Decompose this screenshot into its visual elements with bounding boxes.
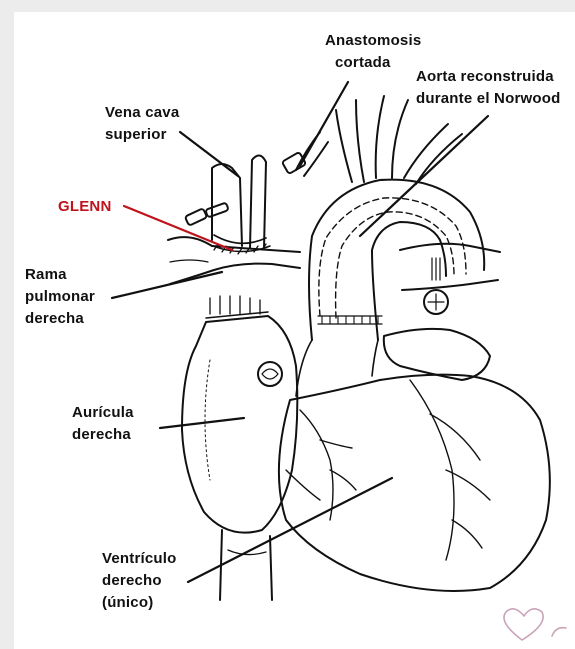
reconstructed-aorta xyxy=(309,180,484,340)
coronary-branches xyxy=(286,380,490,560)
label-vena-cava: Vena cava superior xyxy=(105,102,179,146)
leader-rama-pulmonar xyxy=(112,272,222,298)
label-glenn: GLENN xyxy=(58,196,112,218)
superior-vena-cava xyxy=(212,155,266,248)
right-pulmonary-artery xyxy=(168,237,300,284)
leader-glenn xyxy=(124,206,232,250)
label-ventriculo: Ventrículo derecho (único) xyxy=(102,548,177,614)
leader-vena-cava xyxy=(180,132,238,176)
label-rama-pulmonar: Rama pulmonar derecha xyxy=(25,264,95,330)
heart-logo-icon xyxy=(504,609,566,640)
label-aorta: Aorta reconstruida durante el Norwood xyxy=(416,66,560,110)
leader-lines xyxy=(112,82,488,582)
leader-auricula xyxy=(160,418,244,428)
label-anastomosis: Anastomosis cortada xyxy=(325,30,421,74)
label-auricula: Aurícula derecha xyxy=(72,402,134,446)
inferior-vena-cava xyxy=(220,530,272,600)
leader-anastomosis xyxy=(300,82,348,166)
left-pulmonary-artery xyxy=(400,244,500,314)
leader-aorta xyxy=(360,116,488,236)
single-ventricle xyxy=(279,329,550,591)
leader-ventriculo xyxy=(188,478,392,582)
